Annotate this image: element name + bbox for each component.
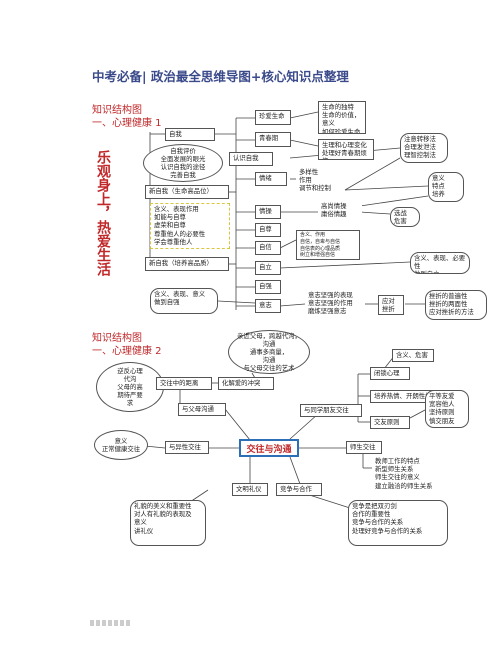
node-will-desc: 意志坚强的表现 意志坚强的作用 磨炼坚强意志 (305, 290, 365, 320)
node-shisheng: 师生交往 (346, 441, 382, 454)
page-title: 中考必备| 政治最全思维导图+核心知识点整理 (92, 69, 349, 84)
node-zili-desc: 含义、表现、必要性 做到自立 (410, 252, 470, 274)
connector (144, 445, 166, 449)
node-life-features: 生命的独特 生命的价值，意义 如何珍爱生命 (318, 101, 366, 134)
node-jiaowang-julei: 交往中的距离 (156, 377, 212, 390)
connector (289, 456, 301, 485)
connector (279, 261, 411, 269)
node-parents-oval: 亲近父母，跨越代沟，沟通 通事多商量， 沟通 与父母交往的艺术 (228, 330, 310, 374)
section2-title: 知识结构图 (92, 333, 142, 344)
node-teacher-desc: 教师工作的特点 新型师生关系 师生交往的意义 建立融洽的师生关系 (372, 456, 454, 490)
node-qingxu: 情绪 (255, 172, 287, 186)
node-zhenai: 珍爱生命 (255, 110, 291, 125)
section1-subtitle: 一、心理健康 1 (92, 118, 162, 129)
node-xin-zi: 新自我（生命高品位） (145, 185, 229, 199)
node-hanyi-weihai: 含义、危害 (392, 349, 434, 362)
node-ziwei-desc: 含义、表现作用 如能与自尊 虚荣和自尊 尊重他人的必要性 学会尊重他人 (150, 203, 230, 249)
node-meaning-feat: 意义 特点 培养 (428, 172, 464, 202)
node-cuozhe: 应对 挫折 (378, 295, 404, 315)
node-jiaoyou: 交友原则 (370, 416, 410, 429)
node-yu-yixing: 与异性交往 (165, 441, 209, 454)
node-self: 自我 (165, 128, 215, 141)
node-pingdeng: 平等友爱 宽容他人 坚持原则 慎交朋友 (425, 390, 469, 428)
connector (224, 408, 251, 441)
node-ziqiang-desc: 含义、表现、意义 做到自强 (150, 288, 218, 314)
node-reverse-psy: 逆反心理 代沟 父母的高 期待严要 求 (96, 362, 164, 412)
section2-subtitle: 一、心理健康 2 (92, 346, 162, 357)
connector (409, 409, 426, 419)
section1-title: 知识结构图 (92, 105, 142, 116)
node-zixin: 自信 (255, 241, 281, 255)
node-emotion-desc: 多样性 作用 调节和控制 (296, 167, 344, 197)
watermark-mark (90, 620, 130, 626)
node-attention: 注意转移法 合理发泄法 理智控制法 (400, 133, 448, 163)
node-yizhi: 意志 (255, 299, 281, 313)
connector (289, 111, 319, 119)
node-zizun: 自尊 (255, 223, 281, 237)
node-huajie: 化解爱的冲突 (218, 377, 274, 390)
node-renshi: 认识自我 (229, 152, 273, 166)
connector (279, 303, 306, 307)
node-bi-suo: 闭锁心理 (370, 367, 410, 380)
node-yu-tongxue: 与同学朋友交往 (300, 404, 362, 417)
connector (217, 300, 256, 304)
node-center: 交往与沟通 (239, 439, 299, 457)
node-zijiang: 自强 (255, 280, 281, 294)
connector (344, 185, 429, 191)
section1-vertical-text: 乐观身上，热爱生活 (95, 150, 111, 276)
node-wenming: 文明礼仪 (232, 483, 268, 496)
node-setback-desc: 挫折的普遍性 挫折的两面性 应对挫折的方法 (425, 290, 487, 320)
node-self-eval: 自我评价 全面发展的眼光 认识自我的途径 完善自我 (143, 144, 223, 182)
node-zixin-desc: 含义、作用 自信，自卑与自信 自信表的心理品质 树立和增强自信 (296, 230, 360, 260)
connector (289, 139, 319, 147)
node-qingchunqi: 青春期 (255, 132, 291, 147)
node-qingcao: 情操 (255, 205, 281, 219)
node-yu-fumu: 与父母沟通 (178, 403, 226, 416)
node-body-change: 生理和心理变化 处理好青春期烦恼 (318, 139, 374, 160)
node-meaning-normal: 意义 正常健康交往 (94, 430, 148, 460)
node-compete-desc: 竞争是把双刃剑 合作的重要性 竞争与合作的关系 处理好竞争与合作的关系 (348, 500, 448, 546)
node-jingzheng: 竞争与合作 (276, 483, 322, 496)
connector (359, 195, 429, 207)
node-gaoshang: 高尚情操 庸俗情趣 (318, 201, 362, 223)
node-xin-zi2: 新自我（培养高品质） (145, 257, 229, 271)
node-xuanze: 选战 危害 (390, 207, 420, 227)
connector (359, 211, 391, 215)
connector (289, 413, 319, 440)
connector (279, 239, 297, 249)
connector (344, 157, 401, 191)
node-etiquette-desc: 礼貌的美义和重要性 对人有礼貌的表现及 意义 讲礼仪 (130, 500, 206, 546)
node-zili: 自立 (255, 261, 281, 275)
